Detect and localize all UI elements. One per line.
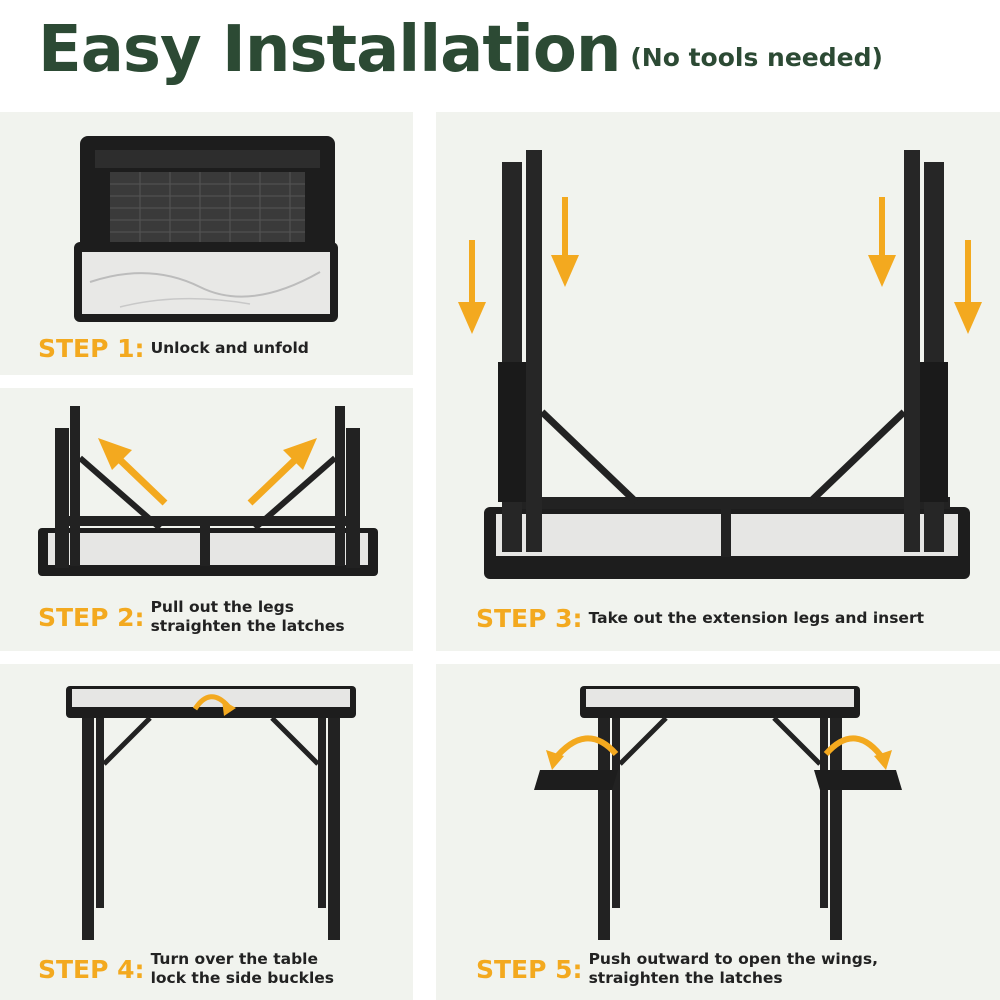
step-5-text-line1: Push outward to open the wings,: [588, 950, 878, 968]
step-2-caption: STEP 2: Pull out the legs straighten the…: [38, 598, 345, 637]
folded-table-image: [74, 136, 338, 322]
step-3-caption: STEP 3: Take out the extension legs and …: [476, 604, 924, 633]
step-2-panel: STEP 2: Pull out the legs straighten the…: [0, 388, 413, 651]
step-1-text: Unlock and unfold: [150, 338, 309, 357]
step-2-text-line2: straighten the latches: [150, 617, 345, 636]
step-1-panel: STEP 1: Unlock and unfold: [0, 112, 413, 375]
step-3-text: Take out the extension legs and insert: [588, 608, 924, 627]
step-4-text-line1: Turn over the table: [150, 950, 318, 968]
table-legs-out-image: [38, 406, 378, 576]
table-upright-image: [66, 686, 356, 940]
step-3-label: STEP 3:: [476, 604, 583, 633]
table-extension-legs-image: [458, 150, 982, 579]
table-wings-image: [534, 686, 902, 940]
step-5-panel: STEP 5: Push outward to open the wings, …: [436, 664, 1000, 1000]
step-3-panel: STEP 3: Take out the extension legs and …: [436, 112, 1000, 651]
step-5-caption: STEP 5: Push outward to open the wings, …: [476, 950, 878, 989]
page-title: Easy Installation: [38, 13, 621, 87]
page-subtitle: (No tools needed): [630, 42, 883, 72]
step-4-panel: STEP 4: Turn over the table lock the sid…: [0, 664, 413, 1000]
step-5-label: STEP 5:: [476, 954, 583, 984]
step-4-text-line2: lock the side buckles: [150, 969, 334, 988]
step-2-label: STEP 2:: [38, 602, 145, 632]
header: Easy Installation (No tools needed): [38, 0, 883, 100]
step-4-label: STEP 4:: [38, 954, 145, 984]
step-5-text-line2: straighten the latches: [588, 969, 783, 988]
step-1-label: STEP 1:: [38, 334, 145, 363]
arrow-up-right-icon: [98, 438, 168, 506]
arrow-down-icon: [458, 240, 486, 334]
step-1-caption: STEP 1: Unlock and unfold: [38, 334, 309, 363]
step-2-text-line1: Pull out the legs: [150, 598, 294, 616]
step-4-caption: STEP 4: Turn over the table lock the sid…: [38, 950, 334, 989]
